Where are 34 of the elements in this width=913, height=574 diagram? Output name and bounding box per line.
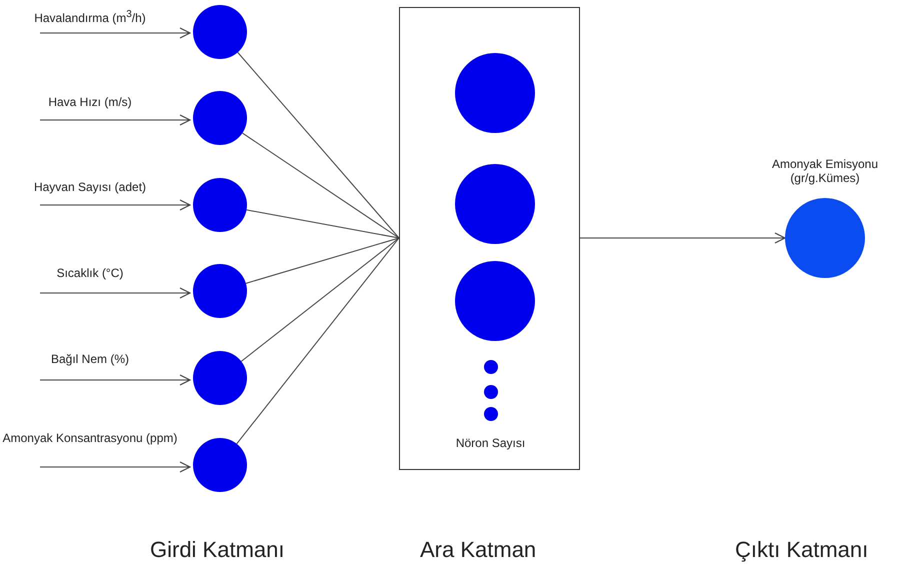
input-label: Havalandırma (m$^{3}$/h) [33, 8, 147, 25]
hidden-layer-box [399, 7, 580, 470]
arrow [40, 287, 191, 299]
neuron-circle [193, 5, 247, 59]
input-label: Bağıl Nem (%) [50, 352, 130, 366]
connection-line [246, 209, 400, 238]
arrow [40, 199, 191, 211]
output-label: Amonyak Emisyonu (gr/g.Kümes) [770, 157, 880, 185]
neuron-circle [484, 407, 498, 421]
neuron-circle [193, 264, 247, 318]
neuron-circle [193, 351, 247, 405]
neuron-circle [484, 385, 498, 399]
node-label: Nöron Sayısı [454, 436, 526, 450]
arrow [40, 374, 191, 386]
arrow [40, 27, 191, 39]
layer-title: Çıktı Katmanı [735, 537, 868, 563]
neuron-circle [193, 438, 247, 492]
layer-title: Girdi Katmanı [150, 537, 284, 563]
connection-line [240, 238, 400, 362]
layer-title: Ara Katman [420, 537, 536, 563]
connection-line [236, 238, 400, 444]
connection-line [237, 52, 400, 238]
connection-line [242, 132, 400, 238]
arrow [580, 232, 786, 244]
neuron-circle [484, 360, 498, 374]
input-label: Sıcaklık (°C) [56, 266, 124, 280]
input-label: Amonyak Konsantrasyonu (ppm) [2, 431, 178, 445]
neuron-circle [193, 178, 247, 232]
connection-line [245, 238, 400, 284]
neuron-circle [193, 91, 247, 145]
arrow [40, 461, 191, 473]
input-label: Hava Hızı (m/s) [47, 95, 133, 109]
input-label: Hayvan Sayısı (adet) [32, 180, 148, 194]
arrow [40, 114, 191, 126]
